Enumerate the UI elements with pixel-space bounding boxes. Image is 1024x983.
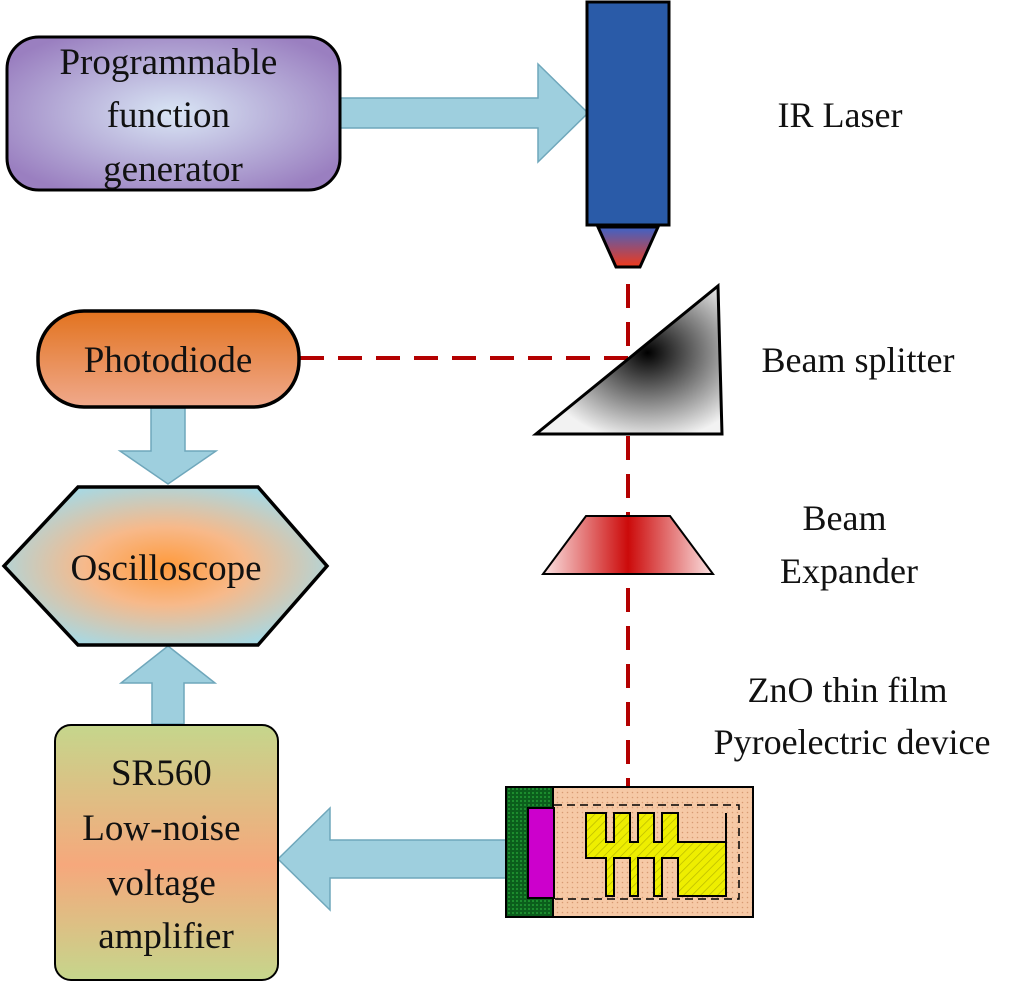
function-generator-line-3: generator xyxy=(103,149,243,190)
device-contact-pad xyxy=(527,807,555,899)
amplifier-box xyxy=(54,724,279,981)
device-label: ZnO thin film Pyroelectric device xyxy=(714,670,991,762)
amplifier-line-4: amplifier xyxy=(98,916,234,957)
beam-expander-line-1: Beam xyxy=(803,498,887,538)
beam-expander-label: Beam Expander xyxy=(780,498,918,591)
amplifier-line-1: SR560 xyxy=(111,753,212,794)
oscilloscope-box xyxy=(1,485,330,647)
laser-body xyxy=(585,0,671,227)
photodiode-box xyxy=(36,309,301,409)
device-label-line-1: ZnO thin film xyxy=(748,670,948,710)
arrow-device-to-amplifier xyxy=(276,806,507,912)
amplifier-line-3: voltage xyxy=(107,863,216,904)
function-generator-label: Programmable function generator xyxy=(59,42,286,190)
beam-splitter-prism xyxy=(531,282,724,436)
device-interdigital-electrode xyxy=(585,812,727,897)
beam-splitter-label: Beam splitter xyxy=(762,340,955,380)
photodiode-label: Photodiode xyxy=(84,340,253,381)
laser-nozzle xyxy=(595,225,661,269)
oscilloscope-label: Oscilloscope xyxy=(70,548,261,589)
arrow-amplifier-to-oscilloscope xyxy=(118,645,218,725)
function-generator-box xyxy=(5,35,342,192)
beam-expander-lens xyxy=(541,515,715,575)
function-generator-line-1: Programmable xyxy=(59,42,277,83)
device-outline-dashed xyxy=(553,804,740,900)
function-generator-line-2: function xyxy=(107,95,230,136)
laser-label: IR Laser xyxy=(778,95,903,135)
amplifier-line-2: Low-noise xyxy=(82,808,240,849)
amplifier-label: SR560 Low-noise voltage amplifier xyxy=(82,753,250,957)
device-label-line-2: Pyroelectric device xyxy=(714,722,991,762)
beam-expander-line-2: Expander xyxy=(780,551,918,591)
arrow-generator-to-laser xyxy=(339,62,590,164)
arrow-photodiode-to-oscilloscope xyxy=(117,407,219,485)
pyroelectric-device xyxy=(505,786,754,918)
